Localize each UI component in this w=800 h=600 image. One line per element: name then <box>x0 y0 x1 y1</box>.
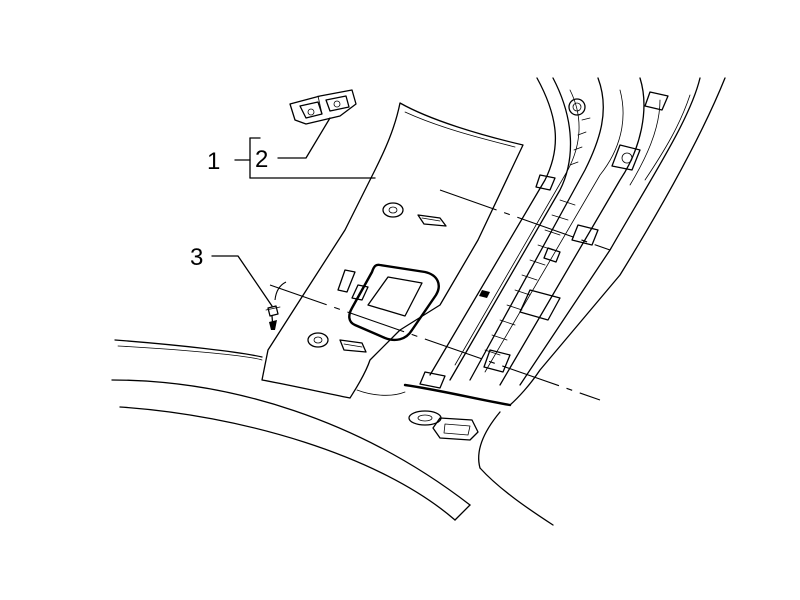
callout-2-label: 2 <box>255 146 268 173</box>
callout-3-label: 3 <box>190 244 203 271</box>
panel-clips <box>307 202 447 353</box>
leader-lines <box>211 117 376 307</box>
rail-brackets <box>419 91 669 389</box>
lower-clips <box>403 383 512 441</box>
part-3-screw <box>265 305 281 330</box>
cut-lines <box>269 189 611 401</box>
roof-rail <box>429 77 726 406</box>
pillar-trim-panel <box>261 102 524 399</box>
headliner-outline <box>111 339 554 526</box>
part-2-clip <box>289 89 357 125</box>
grab-handle <box>337 263 440 342</box>
callout-1-label: 1 <box>207 148 220 175</box>
